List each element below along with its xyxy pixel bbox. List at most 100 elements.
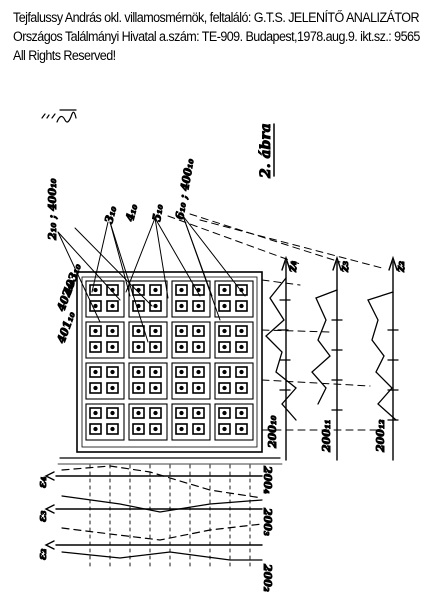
- sensor-dot: [196, 303, 201, 309]
- sensor-square: [89, 382, 102, 394]
- sensor-dot: [110, 328, 115, 334]
- label-5-10: 5₁₀: [150, 203, 166, 222]
- sensor-square: [106, 341, 119, 353]
- sensor-square: [192, 284, 205, 296]
- outer-frame: [57, 271, 283, 465]
- cell-box: [128, 362, 168, 400]
- label-2-10: 2₁₀ ; 400₁₀: [46, 178, 59, 241]
- cell-box: [85, 362, 125, 400]
- sensor-square: [175, 284, 188, 296]
- sensor-dot: [110, 410, 115, 416]
- right-waveforms: [265, 277, 399, 421]
- sensor-square: [218, 366, 231, 378]
- sensor-dot: [136, 385, 141, 391]
- sensor-dot: [153, 426, 158, 432]
- sensor-dot: [222, 410, 227, 416]
- sensor-dot: [222, 426, 227, 432]
- sensor-square: [106, 382, 119, 394]
- sensor-dot: [93, 385, 98, 391]
- label-eps4: ε₄: [36, 476, 49, 488]
- sensor-square: [149, 423, 162, 435]
- sensor-dot: [179, 369, 184, 375]
- sensor-square: [175, 382, 188, 394]
- cell-box: [85, 321, 125, 359]
- sensor-dot: [93, 344, 98, 350]
- cell-box: [171, 403, 211, 441]
- sensor-dot: [239, 303, 244, 309]
- sensor-square: [89, 284, 102, 296]
- sensor-dot: [196, 369, 201, 375]
- sensor-dot: [93, 426, 98, 432]
- sensor-square: [192, 407, 205, 419]
- sensor-dot: [153, 410, 158, 416]
- label-eps2: ε₂: [36, 548, 49, 560]
- sensor-square: [89, 325, 102, 337]
- sensor-dot: [136, 369, 141, 375]
- sensor-square: [192, 366, 205, 378]
- sensor-square: [132, 366, 145, 378]
- dashed-projections: [167, 213, 383, 431]
- sensor-dot: [179, 344, 184, 350]
- sensor-dot: [93, 303, 98, 309]
- sensor-dot: [239, 410, 244, 416]
- label-200-10: 200₁₀: [266, 415, 279, 449]
- sensor-square: [106, 325, 119, 337]
- sensor-square: [218, 382, 231, 394]
- sensor-square: [89, 423, 102, 435]
- sensor-dot: [239, 344, 244, 350]
- sensor-square: [235, 382, 248, 394]
- sensor-square: [235, 325, 248, 337]
- sensor-dot: [179, 426, 184, 432]
- sensor-dot: [179, 328, 184, 334]
- sensor-dot: [222, 385, 227, 391]
- cell-box: [85, 403, 125, 441]
- sensor-dot: [222, 287, 227, 293]
- sensor-square: [235, 300, 248, 312]
- sensor-dot: [136, 410, 141, 416]
- sensor-square: [149, 300, 162, 312]
- cell-box: [214, 321, 254, 359]
- sensor-dot: [179, 410, 184, 416]
- sensor-dot: [222, 344, 227, 350]
- sensor-dot: [93, 328, 98, 334]
- sensor-dot: [110, 385, 115, 391]
- header-text: Tejfalussy András okl. villamosmérnök, f…: [13, 8, 423, 65]
- label-z3: z₃: [338, 261, 351, 273]
- sensor-square: [106, 423, 119, 435]
- header-line-inventor: Tejfalussy András okl. villamosmérnök, f…: [13, 10, 420, 25]
- sensor-dot: [110, 369, 115, 375]
- sensor-square: [235, 284, 248, 296]
- cell-grid: [85, 280, 254, 441]
- sensor-dot: [153, 369, 158, 375]
- cell-box: [128, 321, 168, 359]
- sensor-dot: [222, 328, 227, 334]
- sensor-square: [132, 284, 145, 296]
- sensor-dot: [153, 328, 158, 334]
- sensor-dot: [239, 426, 244, 432]
- sensor-square: [218, 423, 231, 435]
- sensor-dot: [196, 344, 201, 350]
- cell-box: [214, 362, 254, 400]
- sensor-dot: [239, 369, 244, 375]
- sensor-square: [218, 341, 231, 353]
- figure-label: 2. ábra: [258, 123, 274, 179]
- signature-mark: [41, 109, 77, 123]
- sensor-square: [89, 341, 102, 353]
- leader-lines: [57, 215, 246, 343]
- sensor-square: [89, 407, 102, 419]
- sensor-square: [106, 300, 119, 312]
- label-200-11: 200₁₁: [320, 419, 333, 453]
- sensor-dot: [136, 426, 141, 432]
- sensor-square: [106, 407, 119, 419]
- cell-box: [171, 321, 211, 359]
- label-z2: z₂: [394, 261, 407, 273]
- sensor-square: [192, 325, 205, 337]
- right-axes: [281, 255, 398, 461]
- label-3-10: 3₁₀: [102, 205, 119, 225]
- sensor-square: [132, 382, 145, 394]
- label-z4: z₄: [286, 261, 299, 273]
- sensor-dot: [93, 410, 98, 416]
- sensor-square: [175, 407, 188, 419]
- sensor-square: [218, 325, 231, 337]
- sensor-square: [149, 325, 162, 337]
